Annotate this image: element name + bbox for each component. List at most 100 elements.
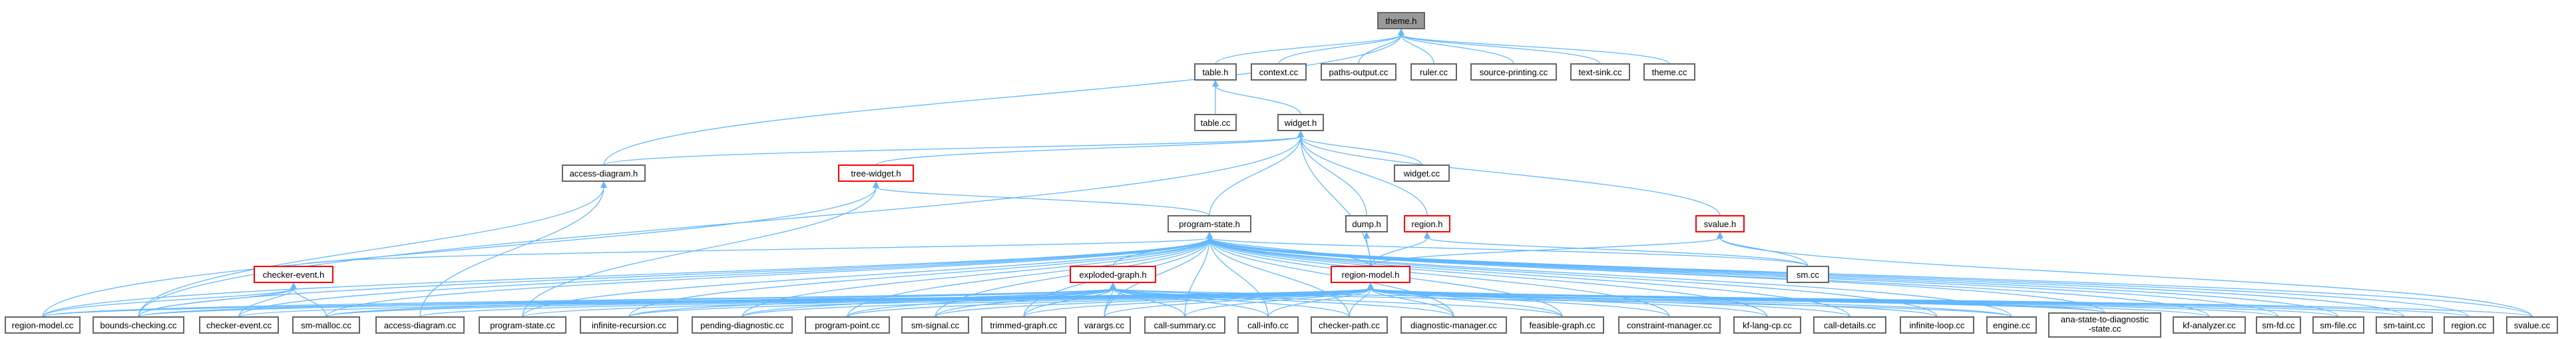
node-sm-file-cc[interactable]: sm-file.cc [2312,316,2364,334]
node-label: program-state.cc [490,320,555,330]
edge-access_diagram_cc-to-access_diagram_h [419,186,604,318]
node-box [1520,316,1604,334]
node-source-printing-cc[interactable]: source-printing.cc [1470,63,1557,81]
arrow-head-region_model_h-to-dump_h [1363,232,1370,238]
node-layer: theme.h table.h context.cc paths-output.cc r… [5,12,2558,338]
node-label: pending-diagnostic.cc [700,320,784,330]
node-infinite-loop-cc[interactable]: infinite-loop.cc [1900,316,1974,334]
node-label: sm-fd.cc [2262,320,2295,330]
node-theme-cc[interactable]: theme.cc [1643,63,1695,81]
edge-kf_analyzer_cc-to-program_state_h [1209,237,2210,318]
node-feasible-graph-cc[interactable]: feasible-graph.cc [1520,316,1604,334]
edge-ruler_cc-to-theme_h [1400,34,1434,65]
node-kf-lang-cp-cc[interactable]: kf-lang-cp.cc [1733,316,1801,334]
node-box [1251,63,1307,81]
node-label: trimmed-graph.cc [990,320,1058,330]
node-kf-analyzer-cc[interactable]: kf-analyzer.cc [2173,316,2246,334]
edge-sm_cc-to-region_h [1426,237,1809,267]
node-call-summary-cc[interactable]: call-summary.cc [1144,316,1225,334]
node-engine-cc[interactable]: engine.cc [1986,316,2037,334]
node-program-point-cc[interactable]: program-point.cc [805,316,890,334]
node-sm-signal-cc[interactable]: sm-signal.cc [901,316,969,334]
node-sm-fd-cc[interactable]: sm-fd.cc [2256,316,2301,334]
node-label: checker-path.cc [1319,320,1380,330]
node-box [901,316,969,334]
edge-svalue_h-to-widget_h [1300,136,1721,216]
node-box [1331,266,1410,283]
arrow-head-bounds_checking_cc-to-access_diagram_h [600,181,607,188]
node-box [2256,316,2301,334]
node-label: program-state.h [1179,219,1240,229]
node-region-model-cc[interactable]: region-model.cc [5,316,81,334]
edge-bounds_checking_cc-to-access_diagram_h [138,186,604,318]
node-svalue-h[interactable]: svalue.h [1695,215,1745,232]
edge-varargs_cc-to-program_state_h [1104,237,1210,318]
node-infinite-recursion-cc[interactable]: infinite-recursion.cc [580,316,678,334]
node-sm-taint-cc[interactable]: sm-taint.cc [2376,316,2433,334]
edge-bounds_checking_cc-to-widget_h [138,136,1301,318]
node-label: varargs.cc [1084,320,1124,330]
node-program-state-cc[interactable]: program-state.cc [479,316,566,334]
node-access-diagram-h[interactable]: access-diagram.h [562,165,646,182]
edge-sm_malloc_cc-to-program_state_h [325,237,1210,318]
node-program-state-h[interactable]: program-state.h [1168,215,1251,232]
node-access-diagram-cc[interactable]: access-diagram.cc [375,316,465,334]
node-box [1733,316,1801,334]
node-box [1070,266,1156,283]
node-label: checker-event.cc [206,320,272,330]
node-box [1470,63,1557,81]
edge-call_info_cc-to-program_state_h [1209,237,1269,318]
node-label: infinite-recursion.cc [592,320,666,330]
node-exploded-graph-h[interactable]: exploded-graph.h [1070,266,1156,283]
node-label: ana-state-to-diagnostic [2061,314,2149,324]
node-region-h[interactable]: region.h [1404,215,1450,232]
node-box [1400,316,1507,334]
node-context-cc[interactable]: context.cc [1251,63,1307,81]
node-call-info-cc[interactable]: call-info.cc [1237,316,1299,334]
node-label: -state.cc [2088,324,2121,334]
edge-widget_h-to-table_h [1215,85,1301,115]
node-label: kf-analyzer.cc [2183,320,2236,330]
node-sm-malloc-cc[interactable]: sm-malloc.cc [292,316,360,334]
node-checker-event-cc[interactable]: checker-event.cc [199,316,279,334]
node-ruler-cc[interactable]: ruler.cc [1410,63,1457,81]
node-label: table.cc [1201,118,1231,128]
node-box [692,316,793,334]
node-svalue-cc[interactable]: svalue.cc [2506,316,2558,334]
node-box [199,316,279,334]
node-widget-h[interactable]: widget.h [1277,114,1324,131]
edge-program_state_h-to-tree_widget_h [875,186,1210,216]
node-label: call-summary.cc [1154,320,1216,330]
node-bounds-checking-cc[interactable]: bounds-checking.cc [93,316,184,334]
node-pending-diagnostic-cc[interactable]: pending-diagnostic.cc [692,316,793,334]
node-box [2506,316,2558,334]
node-box [1168,215,1251,232]
node-call-details-cc[interactable]: call-details.cc [1813,316,1886,334]
edge-table_h-to-theme_h [1215,34,1402,65]
node-widget-cc[interactable]: widget.cc [1394,165,1450,182]
node-region-model-h[interactable]: region-model.h [1331,266,1410,283]
node-dump-h[interactable]: dump.h [1345,215,1388,232]
node-table-cc[interactable]: table.cc [1194,114,1237,131]
node-diagnostic-manager-cc[interactable]: diagnostic-manager.cc [1400,316,1507,334]
node-label: bounds-checking.cc [101,320,177,330]
node-theme-h[interactable]: theme.h [1377,12,1425,29]
node-text-sink-cc[interactable]: text-sink.cc [1570,63,1630,81]
node-paths-output-cc[interactable]: paths-output.cc [1321,63,1396,81]
arrow-head-bounds_checking_cc-to-checker_event_h [290,282,297,289]
node-checker-event-h[interactable]: checker-event.h [254,266,333,283]
node-box [1194,63,1237,81]
node-varargs-cc[interactable]: varargs.cc [1078,316,1131,334]
node-tree-widget-h[interactable]: tree-widget.h [838,165,914,182]
node-label: infinite-loop.cc [1909,320,1965,330]
edge-region_h-to-widget_h [1300,136,1428,216]
node-constraint-manager-cc[interactable]: constraint-manager.cc [1618,316,1721,334]
node-sm-cc[interactable]: sm.cc [1787,266,1829,283]
node-checker-path-cc[interactable]: checker-path.cc [1311,316,1388,334]
node-box [838,165,914,182]
arrow-head-sm_cc-to-region_h [1424,232,1430,238]
node-table-h[interactable]: table.h [1194,63,1237,81]
node-ana-state-cc[interactable]: ana-state-to-diagnostic-state.cc [2048,312,2161,338]
node-region-cc[interactable]: region.cc [2444,316,2494,334]
node-trimmed-graph-cc[interactable]: trimmed-graph.cc [981,316,1066,334]
